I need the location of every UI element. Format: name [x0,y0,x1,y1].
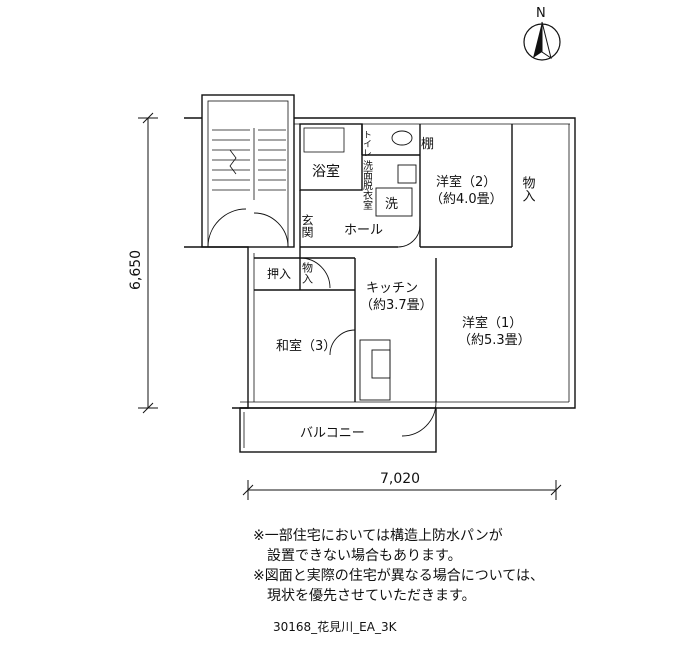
room-labels: 浴室 トイレ 棚 洗面脱衣室 洗 玄関 ホール 洋室（2） （約4.0畳） 物入… [267,130,535,441]
room-label-kitchen-size: （約3.7畳） [360,298,433,313]
room-label-shelf: 棚 [421,137,434,152]
door-swings [207,208,437,437]
note-1: ※一部住宅においては構造上防水パンが 設置できない場合もあります。 [253,526,503,566]
room-label-western2-size: （約4.0畳） [430,192,503,207]
room-label-toilet: トイレ [361,130,372,157]
fixtures [359,130,417,401]
room-label-storage-small: 物入 [301,261,314,284]
room-label-bath: 浴室 [312,163,340,180]
room-label-kitchen: キッチン [366,281,418,296]
room-label-western1-size: （約5.3畳） [458,333,531,348]
room-label-western1: 洋室（1） [462,315,522,331]
note-2-line-1: ※図面と実際の住宅が異なる場合については、 [253,568,545,584]
stair-treads [212,128,286,200]
room-label-oshiire: 押入 [267,267,291,281]
note-1-line-2: 設置できない場合もあります。 [267,548,462,564]
note-2: ※図面と実際の住宅が異なる場合については、 現状を優先させていただきます。 [253,566,544,606]
room-label-hall: ホール [344,223,383,238]
height-dimension [138,112,158,414]
width-dimension [242,480,562,500]
compass-n-label: N [536,6,546,21]
room-label-washer: 洗 [385,197,398,212]
room-label-washroom: 洗面脱衣室 [361,160,373,210]
walls [184,94,576,453]
room-label-balcony: バルコニー [300,426,365,441]
note-2-line-2: 現状を優先させていただきます。 [267,588,476,604]
note-1-line-1: ※一部住宅においては構造上防水パンが [253,528,503,544]
room-label-entrance: 玄関 [300,213,314,238]
room-label-western2: 洋室（2） [436,174,496,190]
north-compass-icon: N [523,6,561,61]
width-dimension-label: 7,020 [380,471,420,487]
room-label-japanese3: 和室（3） [276,338,336,354]
room-label-storage-east: 物入 [520,176,536,202]
height-dimension-label: 6,650 [128,250,144,290]
plan-code: 30168_花見川_EA_3K [273,620,397,634]
